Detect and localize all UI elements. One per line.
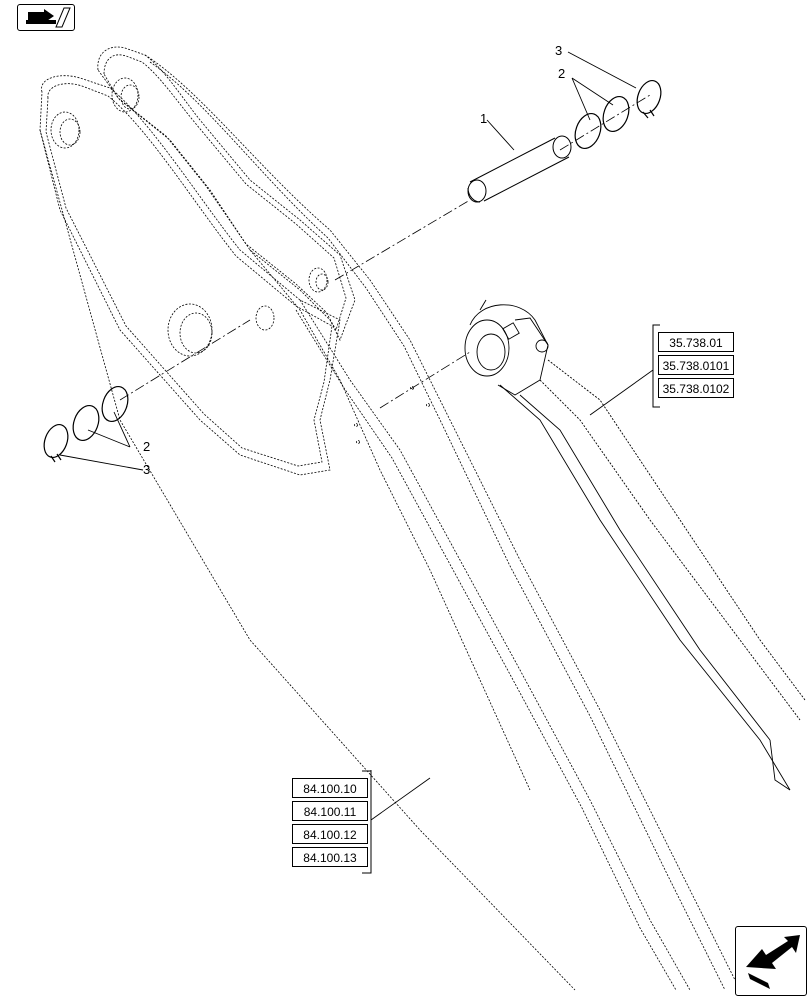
reference-link[interactable]: 84.100.12 bbox=[292, 824, 368, 844]
hydraulic-cylinder bbox=[464, 299, 806, 791]
pin-axis-lines bbox=[119, 94, 651, 409]
next-page-button[interactable] bbox=[735, 926, 807, 996]
reference-link[interactable]: 84.100.10 bbox=[292, 778, 368, 798]
shims-bottom bbox=[72, 385, 129, 442]
callout-circlip-top: 3 bbox=[555, 43, 563, 58]
pin-part bbox=[467, 135, 572, 203]
reference-link[interactable]: 35.738.0101 bbox=[658, 355, 734, 375]
callout-shims-top: 2 bbox=[558, 66, 566, 81]
circlip-bottom bbox=[43, 423, 69, 463]
reference-link[interactable]: 84.100.13 bbox=[292, 847, 368, 867]
callout-circlip-bottom: 3 bbox=[143, 462, 151, 477]
prev-page-arrow-icon bbox=[26, 7, 71, 28]
reference-link[interactable]: 84.100.11 bbox=[292, 801, 368, 821]
callout-pin: 1 bbox=[480, 111, 488, 126]
shims-top bbox=[574, 95, 630, 150]
reference-bracket bbox=[652, 324, 660, 408]
callout-shims-bottom: 2 bbox=[143, 439, 151, 454]
circlip-top bbox=[636, 79, 662, 119]
boom-outline bbox=[39, 46, 741, 991]
prev-page-button[interactable] bbox=[17, 4, 75, 31]
reference-bracket bbox=[362, 770, 372, 874]
next-page-arrow-icon bbox=[746, 935, 800, 989]
reference-link[interactable]: 35.738.01 bbox=[658, 332, 734, 352]
reference-link[interactable]: 35.738.0102 bbox=[658, 378, 734, 398]
